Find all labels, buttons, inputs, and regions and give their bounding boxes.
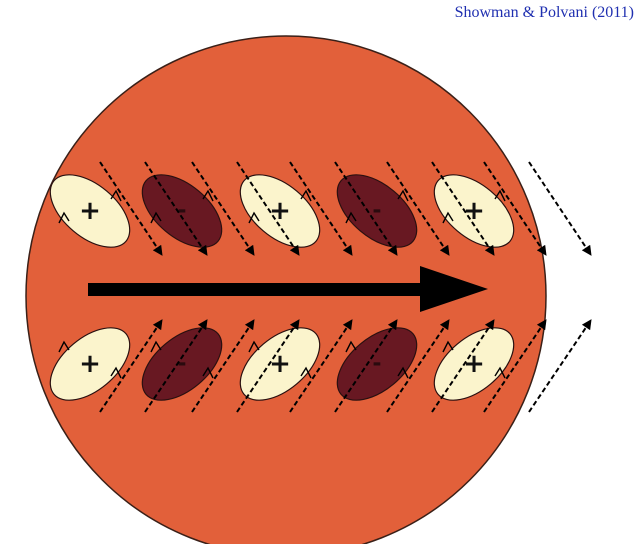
vortex-sign-label: + bbox=[463, 349, 485, 379]
eastward-jet-arrow-shaft bbox=[88, 283, 433, 296]
vortex-sign-label: + bbox=[269, 196, 291, 226]
vortex-sign-label: - bbox=[372, 199, 381, 224]
vortex-sign-label: + bbox=[79, 196, 101, 226]
vortex-sign-label: + bbox=[79, 349, 101, 379]
vortex-sign-label: - bbox=[177, 352, 186, 377]
vortex-sign-label: + bbox=[269, 349, 291, 379]
vortex-sign-label: + bbox=[463, 196, 485, 226]
